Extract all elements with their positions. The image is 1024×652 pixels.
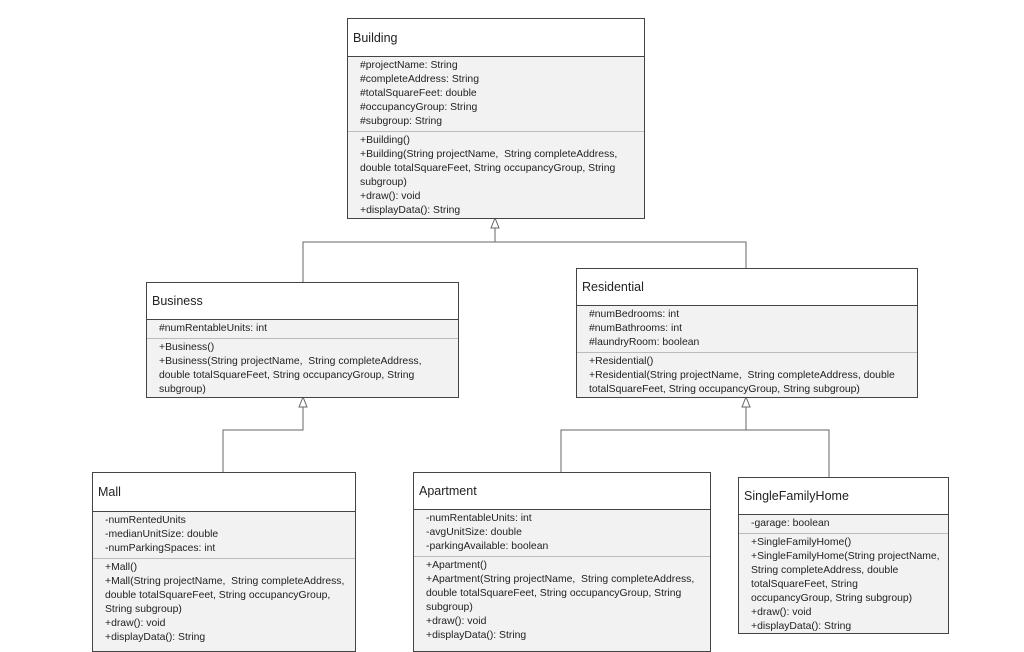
attribute-line: #totalSquareFeet: double — [360, 88, 477, 99]
operation-line: +Residential() — [589, 356, 654, 367]
class-operations: +Apartment() +Apartment(String projectNam… — [414, 557, 710, 645]
attribute-line: #numBedrooms: int — [589, 309, 680, 320]
class-operations: +SingleFamilyHome() +SingleFamilyHome(Str… — [739, 534, 948, 636]
operation-line: totalSquareFeet, String — [751, 579, 858, 590]
operation-line: subgroup) — [360, 177, 407, 188]
operation-line: double totalSquareFeet, String occupancy… — [159, 370, 415, 381]
class-singlefamilyhome[interactable]: SingleFamilyHome -garage: boolean +SingleF… — [738, 477, 949, 634]
class-name: Residential — [577, 269, 917, 306]
class-apartment[interactable]: Apartment -numRentableUnits: int -avgUnitS… — [413, 472, 711, 652]
generalization-arrow-business — [298, 395, 308, 408]
attribute-line: #laundryRoom: boolean — [589, 337, 700, 348]
attribute-line: #subgroup: String — [360, 116, 443, 127]
class-operations: +Building() +Building(String projectName,… — [348, 132, 644, 220]
class-operations: +Mall() +Mall(String projectName, String … — [93, 559, 355, 647]
operation-line: +Mall() — [105, 562, 138, 573]
class-business[interactable]: Business #numRentableUnits: int +Business(… — [146, 282, 459, 398]
class-name: Mall — [93, 473, 355, 512]
class-name: Apartment — [414, 473, 710, 510]
connector-business-building — [302, 228, 496, 282]
attribute-line: -numParkingSpaces: int — [105, 543, 216, 554]
class-name: SingleFamilyHome — [739, 478, 948, 515]
connector-residential-building — [495, 241, 747, 268]
operation-line: +draw(): void — [751, 607, 812, 618]
operation-line: occupancyGroup, String subgroup) — [751, 593, 913, 604]
attribute-line: #completeAddress: String — [360, 74, 479, 85]
operation-line: +displayData(): String — [751, 621, 852, 632]
attribute-line: -avgUnitSize: double — [426, 527, 522, 538]
operation-line: +Business() — [159, 342, 215, 353]
attribute-line: -garage: boolean — [751, 518, 830, 529]
operation-line: +displayData(): String — [360, 205, 461, 216]
operation-line: +draw(): void — [105, 618, 166, 629]
operation-line: +draw(): void — [426, 616, 487, 627]
attribute-line: -medianUnitSize: double — [105, 529, 219, 540]
generalization-arrow-building — [490, 216, 500, 229]
operation-line: +Residential(String projectName, String … — [589, 370, 895, 381]
operation-line: String subgroup) — [105, 604, 182, 615]
operation-line: String completeAddress, double — [751, 565, 899, 576]
operation-line: +Mall(String projectName, String complet… — [105, 576, 345, 587]
class-operations: +Business() +Business(String projectName,… — [147, 339, 458, 399]
operation-line: subgroup) — [426, 602, 473, 613]
class-building[interactable]: Building #projectName: String #completeAdd… — [347, 18, 645, 219]
operation-line: double totalSquareFeet, String occupancy… — [105, 590, 331, 601]
attribute-line: #numBathrooms: int — [589, 323, 682, 334]
operation-line: +SingleFamilyHome(String projectName, — [751, 551, 940, 562]
operation-line: +draw(): void — [360, 191, 421, 202]
connector-apartment-residential — [560, 407, 747, 472]
attribute-line: #numRentableUnits: int — [159, 323, 268, 334]
class-attributes: #numBedrooms: int #numBathrooms: int #laun… — [577, 306, 917, 353]
operation-line: +Apartment(String projectName, String co… — [426, 574, 695, 585]
attribute-line: #projectName: String — [360, 60, 458, 71]
operation-line: +Building(String projectName, String com… — [360, 149, 618, 160]
class-name: Business — [147, 283, 458, 320]
generalization-arrow-residential — [741, 395, 751, 408]
class-attributes: #numRentableUnits: int — [147, 320, 458, 339]
operation-line: +displayData(): String — [426, 630, 527, 641]
operation-line: totalSquareFeet, String occupancyGroup, … — [589, 384, 860, 395]
operation-line: +Business(String projectName, String com… — [159, 356, 422, 367]
attribute-line: #occupancyGroup: String — [360, 102, 478, 113]
operation-line: +Apartment() — [426, 560, 487, 571]
attribute-line: -numRentedUnits — [105, 515, 186, 526]
operation-line: subgroup) — [159, 384, 206, 395]
operation-line: double totalSquareFeet, String occupancy… — [360, 163, 616, 174]
class-residential[interactable]: Residential #numBedrooms: int #numBathroom… — [576, 268, 918, 398]
connector-mall-business — [222, 407, 304, 472]
operation-line: +Building() — [360, 135, 410, 146]
class-operations: +Residential() +Residential(String projec… — [577, 353, 917, 399]
class-attributes: -garage: boolean — [739, 515, 948, 534]
operation-line: double totalSquareFeet, String occupancy… — [426, 588, 682, 599]
class-mall[interactable]: Mall -numRentedUnits -medianUnitSize: doub… — [92, 472, 356, 652]
attribute-line: -numRentableUnits: int — [426, 513, 532, 524]
class-attributes: #projectName: String #completeAddress: St… — [348, 57, 644, 132]
attribute-line: -parkingAvailable: boolean — [426, 541, 549, 552]
operation-line: +SingleFamilyHome() — [751, 537, 852, 548]
connector-sfh-residential — [746, 429, 830, 477]
class-name: Building — [348, 19, 644, 57]
class-attributes: -numRentedUnits -medianUnitSize: double -n… — [93, 512, 355, 559]
operation-line: +displayData(): String — [105, 632, 206, 643]
class-attributes: -numRentableUnits: int -avgUnitSize: doub… — [414, 510, 710, 557]
